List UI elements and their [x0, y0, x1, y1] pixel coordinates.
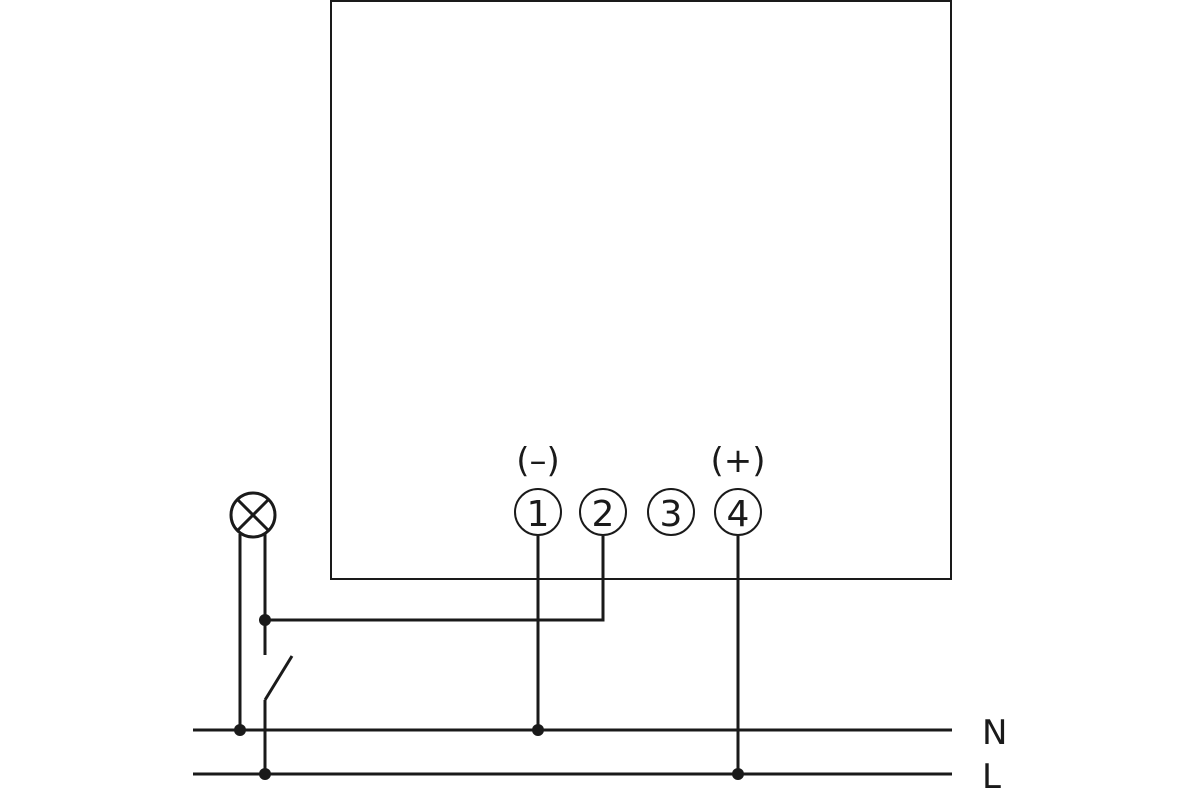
lamp-icon	[229, 491, 277, 539]
terminal-3-label: 3	[660, 494, 683, 535]
junction-dot	[532, 724, 544, 736]
terminal-1-label: 1	[527, 494, 550, 535]
terminal-3: 3	[647, 488, 695, 536]
live-label: L	[982, 757, 1001, 797]
junction-dot	[259, 614, 271, 626]
switch-icon	[263, 655, 294, 774]
terminal-1: 1	[514, 488, 562, 536]
polarity-negative-label: (–)	[516, 441, 560, 481]
wire-terminal-2-switch	[265, 536, 605, 622]
junction-dot	[234, 724, 246, 736]
polarity-positive-label: (+)	[710, 441, 765, 481]
junction-dot	[259, 768, 271, 780]
terminal-2: 2	[579, 488, 627, 536]
terminal-4-label: 4	[727, 494, 750, 535]
neutral-label: N	[982, 713, 1007, 753]
terminal-2-label: 2	[592, 494, 615, 535]
junction-dot	[732, 768, 744, 780]
terminal-4: 4	[714, 488, 762, 536]
device-housing	[330, 0, 952, 580]
